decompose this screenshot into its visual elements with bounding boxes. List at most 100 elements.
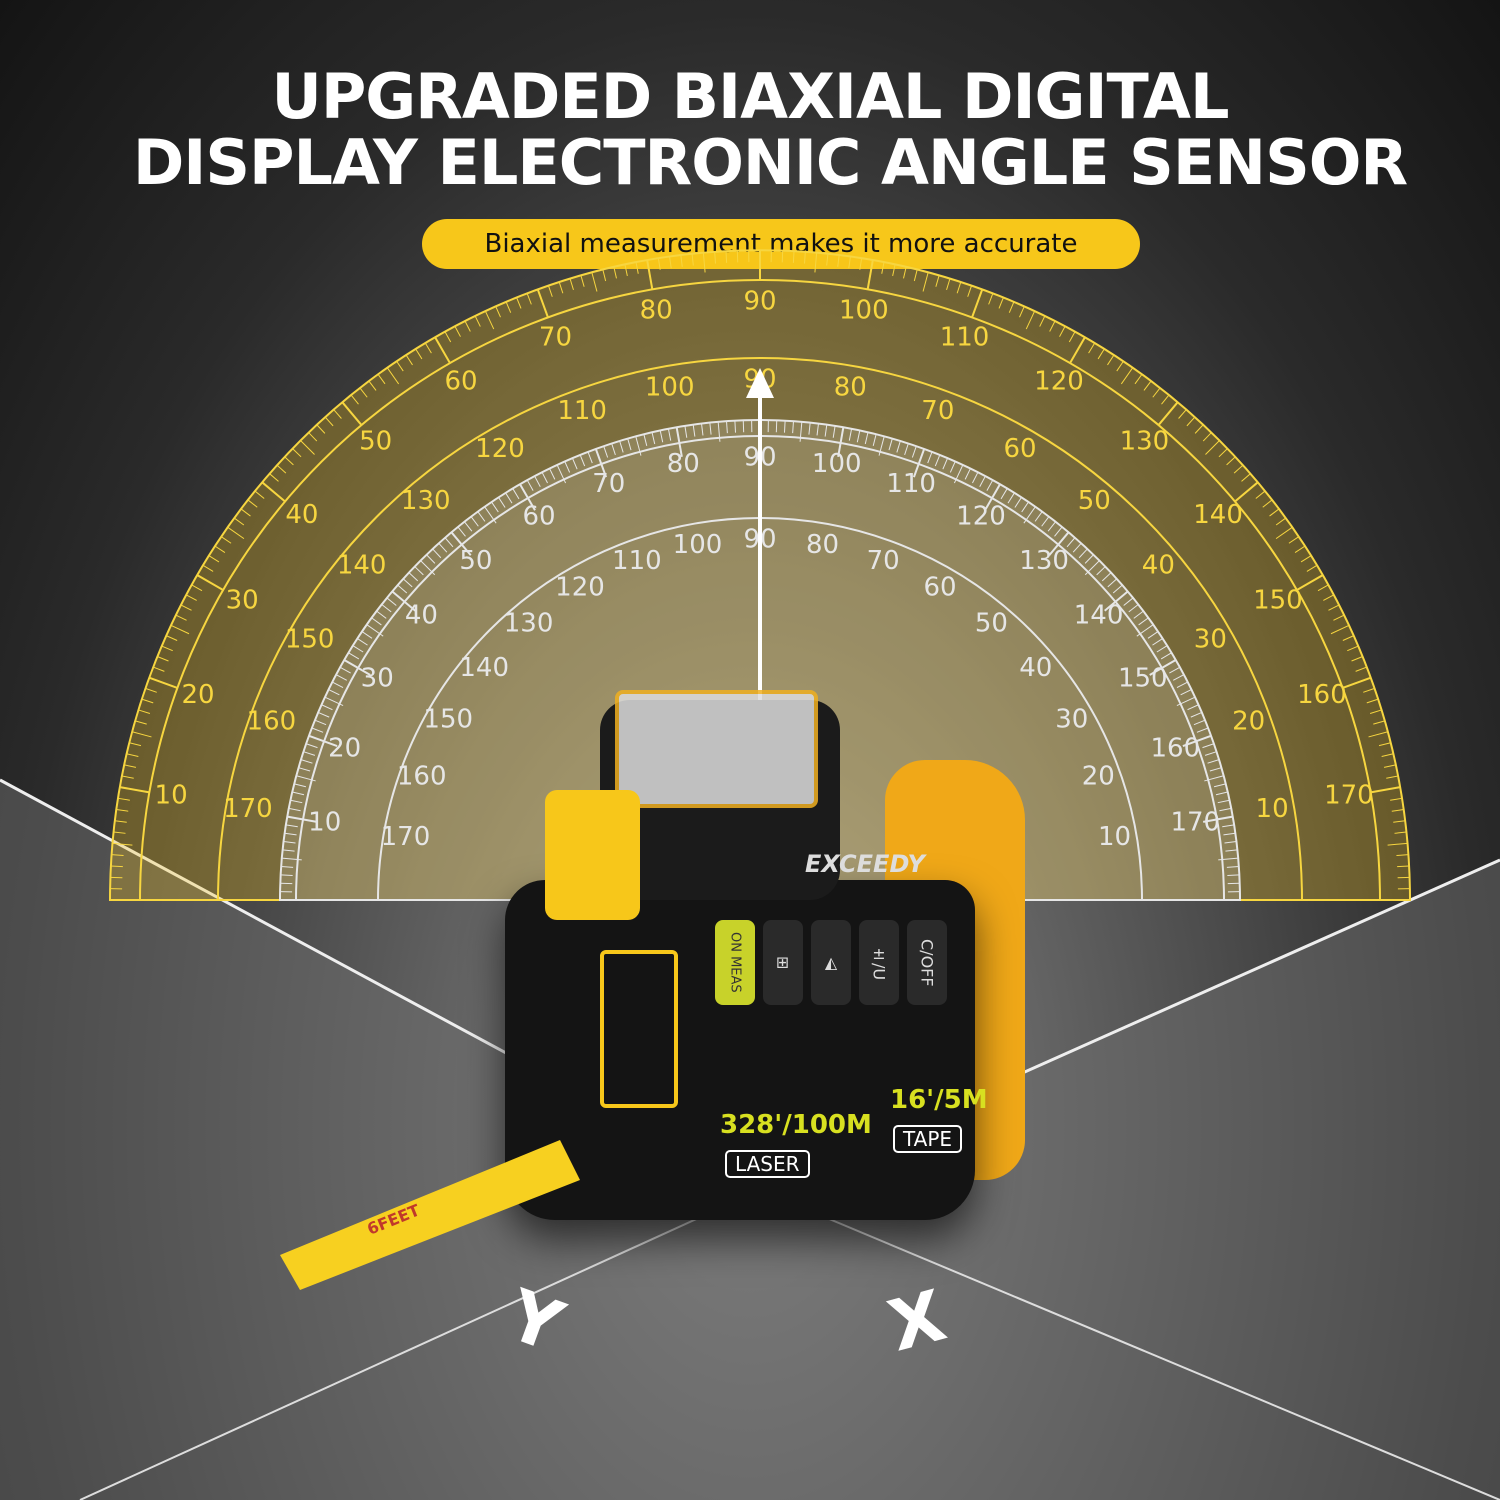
protractor-tick bbox=[1369, 709, 1382, 714]
protractor-tick bbox=[1120, 367, 1134, 385]
protractor-tick bbox=[1224, 841, 1237, 844]
protractor-tick bbox=[1136, 624, 1154, 637]
protractor-tick bbox=[281, 857, 302, 861]
protractor-tick bbox=[1381, 753, 1394, 757]
protractor-tick bbox=[454, 325, 461, 337]
protractor-tick bbox=[1397, 865, 1410, 868]
protractor-tick bbox=[308, 432, 318, 442]
protractor-tick bbox=[783, 420, 786, 433]
protractor-tick bbox=[1222, 824, 1235, 828]
unit-button[interactable]: ±/U bbox=[859, 920, 899, 1005]
protractor-label-outer: 140 bbox=[1074, 600, 1124, 630]
protractor-tick bbox=[1178, 409, 1187, 419]
protractor-tick bbox=[1390, 797, 1403, 801]
protractor-tick bbox=[484, 310, 495, 330]
protractor-tick bbox=[1288, 536, 1300, 544]
protractor-label-inner: 80 bbox=[834, 372, 867, 402]
protractor-tick bbox=[659, 430, 664, 443]
protractor-tick bbox=[505, 492, 513, 504]
protractor-tick bbox=[1373, 720, 1385, 725]
arrow-up-icon bbox=[746, 368, 774, 398]
protractor-tick bbox=[495, 305, 501, 318]
protractor-tick bbox=[516, 297, 522, 309]
protractor-tick bbox=[1218, 857, 1239, 861]
protractor-tick bbox=[856, 430, 861, 443]
protractor-tick bbox=[949, 461, 956, 473]
protractor-tick bbox=[124, 764, 137, 768]
protractor-tick bbox=[196, 574, 224, 591]
protractor-tick bbox=[1241, 473, 1251, 482]
protractor-tick bbox=[339, 666, 351, 674]
protractor-label-outer: 10 bbox=[155, 781, 188, 811]
protractor-tick bbox=[227, 526, 245, 540]
protractor-label-outer: 120 bbox=[1034, 367, 1084, 397]
protractor-tick bbox=[308, 734, 338, 748]
protractor-tick bbox=[1196, 727, 1209, 733]
protractor-label-inner: 70 bbox=[867, 546, 900, 576]
protractor-tick bbox=[571, 457, 578, 470]
protractor-tick bbox=[709, 422, 712, 435]
clear-off-button[interactable]: C/OFF bbox=[907, 920, 947, 1005]
protractor-tick bbox=[152, 666, 165, 672]
protractor-label-inner: 130 bbox=[401, 486, 451, 516]
on-meas-button[interactable]: ON MEAS bbox=[715, 920, 755, 1005]
protractor-label-inner: 160 bbox=[247, 707, 297, 737]
protractor-tick bbox=[564, 461, 571, 473]
protractor-tick bbox=[913, 269, 918, 282]
protractor-tick bbox=[832, 425, 836, 438]
protractor-tick bbox=[953, 464, 964, 484]
protractor-tick bbox=[185, 594, 197, 601]
protractor-tick bbox=[1317, 584, 1329, 592]
protractor-tick bbox=[414, 566, 424, 576]
protractor-tick bbox=[1378, 742, 1391, 747]
protractor-tick bbox=[692, 424, 696, 437]
protractor-tick bbox=[519, 483, 536, 511]
protractor-tick bbox=[366, 624, 384, 637]
protractor-tick bbox=[1019, 305, 1025, 318]
protractor-tick bbox=[1078, 548, 1088, 559]
protractor-tick bbox=[547, 285, 553, 297]
protractor-tick bbox=[888, 438, 893, 451]
protractor-label-inner: 160 bbox=[397, 761, 447, 791]
protractor-tick bbox=[988, 292, 994, 305]
protractor-tick bbox=[113, 831, 126, 834]
protractor-tick bbox=[1386, 775, 1399, 779]
protractor-tick bbox=[284, 456, 294, 466]
protractor-tick bbox=[1034, 511, 1043, 522]
protractor-tick bbox=[110, 865, 123, 868]
protractor-label-outer: 30 bbox=[226, 586, 259, 616]
protractor-tick bbox=[1215, 791, 1228, 796]
protractor-tick bbox=[1234, 481, 1259, 503]
protractor-tick bbox=[316, 424, 326, 434]
area-mode-button[interactable]: ⊞ bbox=[763, 920, 803, 1005]
protractor-tick bbox=[324, 696, 344, 707]
protractor-tick bbox=[964, 468, 971, 480]
protractor-tick bbox=[1233, 464, 1244, 474]
protractor-tick bbox=[1269, 508, 1280, 517]
protractor-tick bbox=[1363, 687, 1375, 693]
protractor-tick bbox=[967, 285, 973, 297]
protractor-tick bbox=[141, 698, 154, 704]
protractor-tick bbox=[804, 251, 806, 264]
protractor-tick bbox=[396, 360, 404, 372]
protractor-tick bbox=[477, 511, 486, 522]
protractor-tick bbox=[816, 423, 819, 436]
protractor-tick bbox=[386, 367, 400, 385]
protractor-label-inner: 140 bbox=[337, 550, 387, 580]
tape-lock-button[interactable] bbox=[545, 790, 640, 920]
protractor-tick bbox=[986, 479, 994, 491]
protractor-tick bbox=[457, 526, 466, 537]
protractor-tick bbox=[145, 687, 157, 693]
volume-mode-button[interactable]: ◭ bbox=[811, 920, 851, 1005]
protractor-tick bbox=[1275, 517, 1287, 526]
protractor-label-outer: 110 bbox=[940, 323, 990, 353]
protractor-label-inner: 110 bbox=[612, 546, 662, 576]
protractor-tick bbox=[1161, 394, 1170, 405]
protractor-label-inner: 20 bbox=[1082, 761, 1115, 791]
protractor-label-outer: 70 bbox=[539, 323, 572, 353]
protractor-tick bbox=[684, 425, 688, 438]
tape-blade-strip bbox=[280, 1140, 580, 1290]
protractor-tick bbox=[534, 475, 541, 488]
protractor-tick bbox=[121, 775, 134, 779]
protractor-label-inner: 30 bbox=[1055, 705, 1088, 735]
